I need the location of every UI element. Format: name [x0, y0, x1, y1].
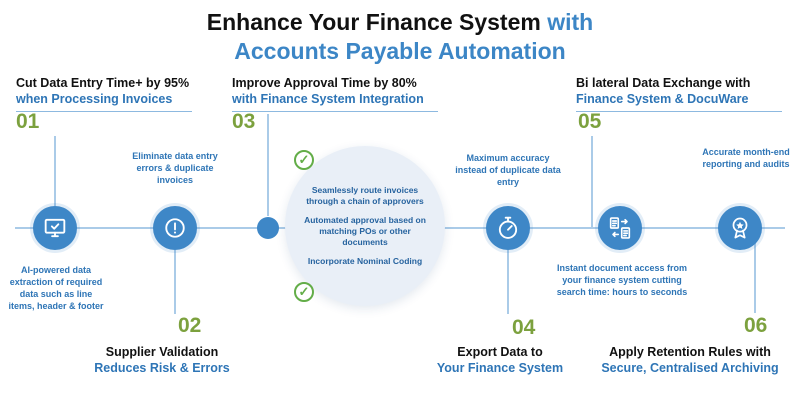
note-instant-access: Instant document access from your financ…: [556, 263, 688, 298]
step4-heading-black: Export Data to: [457, 345, 543, 359]
step5-heading-black: Bi lateral Data Exchange with: [576, 76, 751, 90]
step6-heading-black: Apply Retention Rules with: [609, 345, 771, 359]
bubble-item-2: Automated approval based on matching POs…: [304, 214, 426, 248]
bubble-item-1: Seamlessly route invoices through a chai…: [306, 184, 424, 206]
stopwatch-icon: [486, 206, 530, 250]
connector-step5: [591, 136, 593, 227]
step2-heading-blue: Reduces Risk & Errors: [94, 361, 230, 376]
note-maximum-accuracy: Maximum accuracy instead of duplicate da…: [455, 153, 561, 188]
step6-heading: Apply Retention Rules with Secure, Centr…: [588, 344, 792, 377]
approval-bubble: Seamlessly route invoices through a chai…: [285, 146, 445, 306]
connector-step6: [754, 229, 756, 313]
step2-heading: Supplier Validation Reduces Risk & Error…: [82, 344, 242, 377]
step5-heading: Bi lateral Data Exchange with Finance Sy…: [576, 76, 782, 113]
note-ai-extraction: AI-powered data extraction of required d…: [8, 265, 104, 312]
step1-heading-blue: when Processing Invoices: [16, 91, 173, 106]
step4-number: 04: [512, 316, 536, 339]
step5-number: 05: [578, 110, 602, 133]
timeline-junction-dot: [257, 217, 279, 239]
title-line1-blue: with: [540, 9, 594, 35]
bubble-item-3: Incorporate Nominal Coding: [307, 256, 423, 267]
step3-heading-blue: with Finance System Integration: [232, 91, 424, 106]
step1-heading-black: Cut Data Entry Time+ by 95%: [16, 76, 190, 90]
step1-number: 01: [16, 110, 40, 133]
note-accurate-reporting: Accurate month-end reporting and audits: [702, 147, 790, 170]
step3-number: 03: [232, 110, 256, 133]
title-line-2: Accounts Payable Automation: [234, 37, 566, 64]
connector-step3: [267, 114, 269, 216]
connector-step2: [174, 250, 176, 314]
connector-step4: [507, 250, 509, 314]
step6-number: 06: [744, 314, 768, 337]
connector-step1: [54, 136, 56, 206]
title-line-1: Enhance Your Finance System with: [0, 8, 800, 37]
error-alert-icon: [153, 206, 197, 250]
document-exchange-icon: [598, 206, 642, 250]
note-eliminate-errors: Eliminate data entry errors & duplicate …: [132, 151, 218, 186]
step3-heading-black: Improve Approval Time by 80%: [232, 76, 417, 90]
step5-heading-blue: Finance System & DocuWare: [576, 91, 749, 106]
checkmark-icon-top: ✓: [294, 150, 314, 170]
page-title: Enhance Your Finance System with Account…: [0, 8, 800, 66]
step6-heading-blue: Secure, Centralised Archiving: [601, 361, 779, 376]
step2-heading-black: Supplier Validation: [105, 345, 219, 359]
step2-number: 02: [178, 314, 202, 337]
award-badge-icon: [718, 206, 762, 250]
monitor-check-icon: [33, 206, 77, 250]
title-line1-black: Enhance Your Finance System: [206, 9, 541, 35]
checkmark-icon-bottom: ✓: [294, 282, 314, 302]
step1-heading: Cut Data Entry Time+ by 95% when Process…: [16, 76, 192, 113]
step4-heading: Export Data to Your Finance System: [420, 344, 580, 377]
step3-heading: Improve Approval Time by 80% with Financ…: [232, 76, 438, 113]
step4-heading-blue: Your Finance System: [436, 361, 564, 376]
